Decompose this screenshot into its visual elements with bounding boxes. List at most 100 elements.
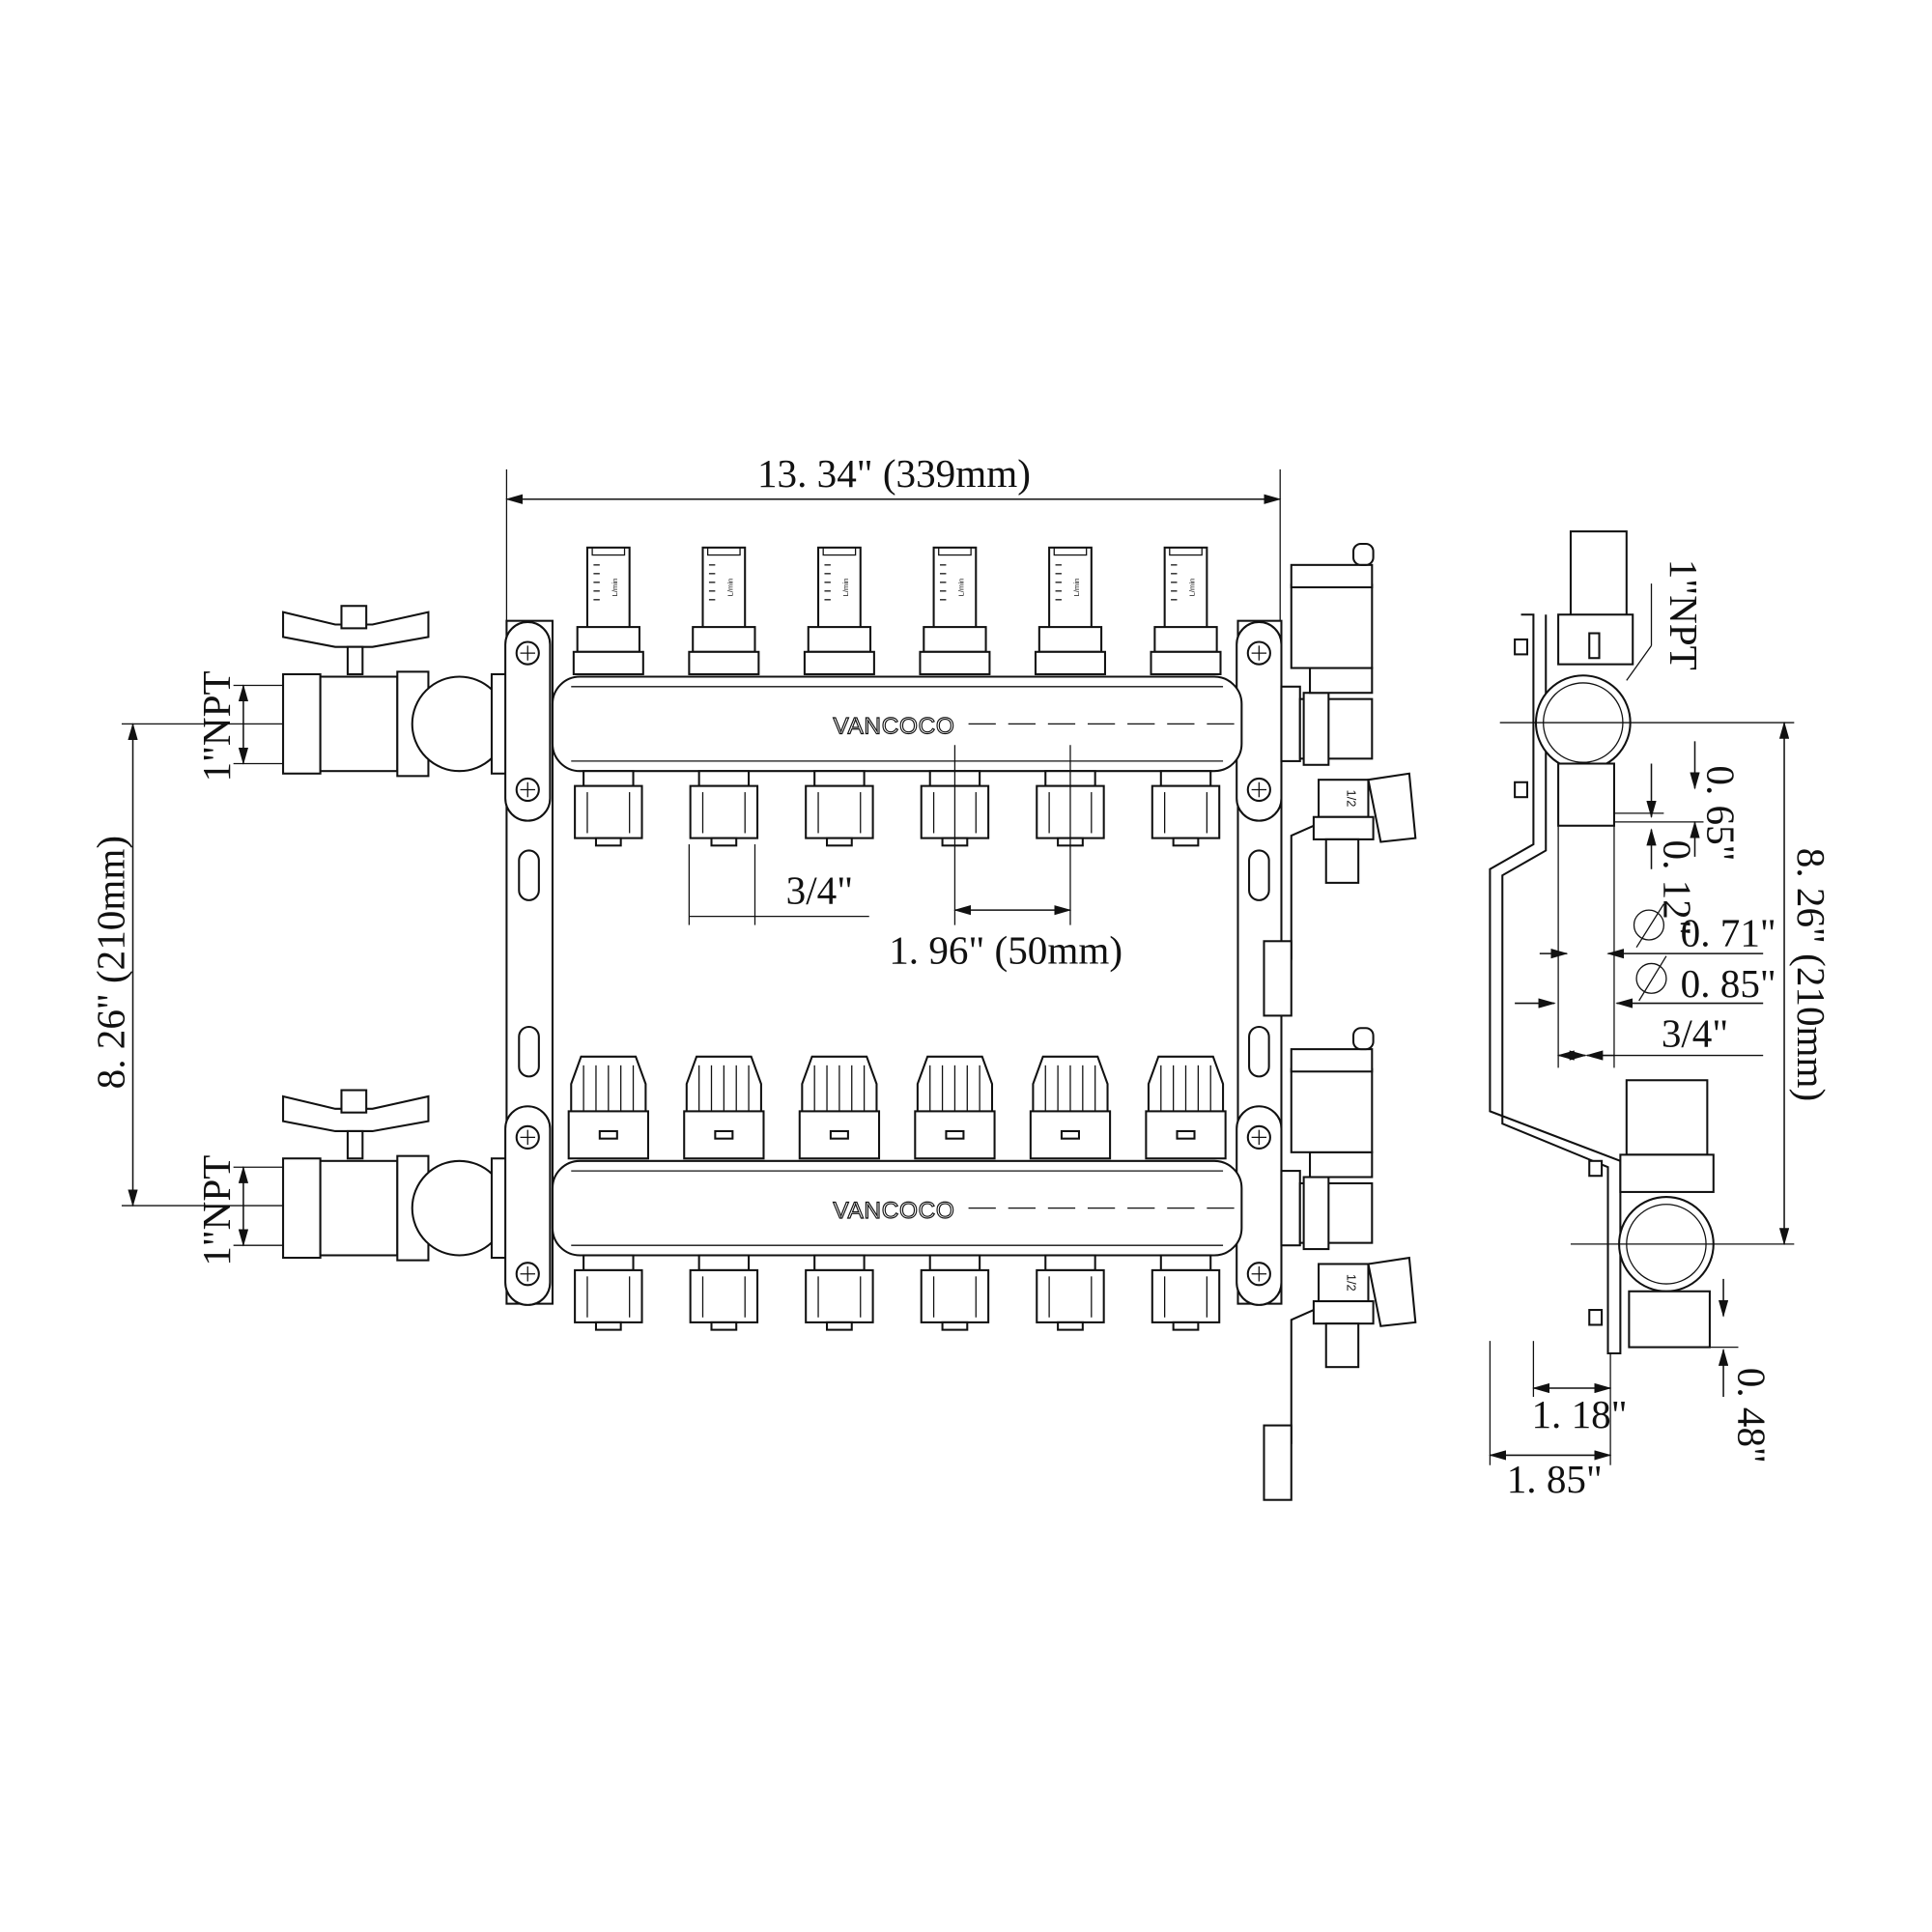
drain-nut	[1312, 1300, 1375, 1325]
supply-circuit-1: L/min	[572, 546, 644, 847]
hose-barb	[1324, 1322, 1360, 1369]
flowmeter-base	[688, 650, 760, 675]
flowmeter-base	[919, 650, 991, 675]
outlet-neck	[813, 1254, 866, 1271]
flowmeter-nut	[1037, 626, 1103, 653]
flowmeter-tube	[701, 546, 747, 631]
flowmeter-nut	[1153, 626, 1218, 653]
outlet-spacing-label: 1. 96" (50mm)	[889, 927, 1122, 973]
side-048-label: 0. 48"	[1729, 1368, 1774, 1463]
screw-cross	[1251, 781, 1267, 798]
outlet-neck	[582, 1254, 635, 1271]
drain-cap-chain	[1290, 824, 1315, 960]
tee-nut	[1302, 692, 1330, 766]
compression-nut	[689, 784, 759, 839]
side-071-label: 0. 71"	[1681, 910, 1776, 954]
supply-circuit-3: L/min	[803, 546, 875, 847]
flowmeter-tube	[1163, 546, 1208, 631]
compression-nut	[805, 784, 874, 839]
end-adapter	[1280, 685, 1301, 762]
outlet-spacing-dimension: 1. 96" (50mm)	[889, 745, 1122, 973]
compression-nut	[920, 1268, 990, 1323]
supply-circuit-2: L/min	[688, 546, 760, 847]
side-npt-label: 1"NPT	[1662, 559, 1706, 670]
outlet-stub	[1057, 1321, 1084, 1331]
air-vent-body	[1290, 1067, 1374, 1153]
outlet-stub	[594, 837, 622, 847]
side-center-label: 8. 26" (210mm)	[1788, 848, 1833, 1101]
outlet-neck	[813, 770, 866, 787]
valve-nut	[282, 672, 322, 775]
drain-cap	[1263, 1424, 1293, 1501]
overall-width-label: 13. 34" (339mm)	[757, 451, 1031, 497]
screw-cross	[520, 1129, 535, 1146]
drain-cap	[1263, 940, 1293, 1017]
center-distance-dimension: 8. 26" (210mm)	[89, 723, 411, 1208]
return-bar-body	[551, 1159, 1243, 1257]
flowmeter-unit: L/min	[841, 579, 850, 597]
screw-cross	[520, 645, 535, 661]
flowmeter-cap	[938, 547, 972, 556]
flowmeter-nut	[807, 626, 872, 653]
handle-nut	[340, 605, 368, 630]
flowmeter-cap	[707, 547, 741, 556]
indicator-slot	[1060, 1129, 1080, 1140]
valve-stem	[346, 645, 364, 675]
outlet-stub	[1172, 837, 1200, 847]
drain-size-label: 1/2	[1345, 1274, 1359, 1292]
flowmeter-tube	[932, 546, 978, 631]
outlet-neck	[1044, 1254, 1096, 1271]
outlet-stub	[1172, 1321, 1200, 1331]
vent-neck	[1309, 1151, 1374, 1179]
inlet-bottom-dimension: 1"NPT	[194, 1155, 286, 1266]
air-vent-valve	[1352, 542, 1375, 566]
side-065-label: 0. 65"	[1698, 765, 1743, 861]
vent-neck	[1309, 667, 1374, 695]
compression-nut	[1036, 1268, 1105, 1323]
flowmeter-unit: L/min	[725, 579, 734, 597]
flowmeter-cap	[591, 547, 626, 556]
supply-air-vent-drain: 1/2	[1263, 542, 1417, 1017]
outlet-neck	[697, 1254, 751, 1271]
drain-nut	[1312, 815, 1375, 840]
compression-nut	[805, 1268, 874, 1323]
screw-cross	[520, 1266, 535, 1282]
compression-nut	[689, 1268, 759, 1323]
indicator-slot	[1176, 1129, 1196, 1140]
drain-body	[1318, 1263, 1370, 1303]
air-vent-cap	[1290, 1048, 1374, 1073]
indicator-slot	[829, 1129, 849, 1140]
air-vent-valve	[1352, 1027, 1375, 1051]
flowmeter-base	[1150, 650, 1222, 675]
side-view: 1"NPT 0. 65" 0. 12" 0. 71" 0. 85" 3/4" 8…	[1489, 530, 1833, 1501]
outlet-stub	[941, 1321, 969, 1331]
flowmeter-nut	[576, 626, 640, 653]
drain-handle-icon	[1367, 1256, 1417, 1327]
flowmeter-tube	[585, 546, 631, 631]
side-118-label: 1. 18"	[1531, 1392, 1627, 1436]
hose-barb	[1324, 838, 1360, 884]
indicator-slot	[714, 1129, 734, 1140]
flowmeter-nut	[692, 626, 756, 653]
flowmeter-base	[1034, 650, 1106, 675]
drain-cap-chain	[1290, 1309, 1315, 1444]
return-air-vent-drain: 1/2	[1263, 1027, 1417, 1501]
flowmeter-cap	[1169, 547, 1203, 556]
outlet-stub	[710, 1321, 738, 1331]
drain-handle-icon	[1367, 772, 1417, 843]
outlet-thread-label: 3/4"	[786, 868, 853, 913]
outlet-neck	[1159, 770, 1212, 787]
flowmeter-unit: L/min	[956, 579, 965, 597]
indicator-slot	[945, 1129, 965, 1140]
indicator-slot	[598, 1129, 618, 1140]
side-185-label: 1. 85"	[1507, 1457, 1603, 1501]
valve-body	[319, 675, 399, 773]
flowmeter-unit: L/min	[1188, 579, 1197, 597]
outlet-stub	[594, 1321, 622, 1331]
return-circuit-4	[914, 1055, 996, 1331]
flowmeter-cap	[822, 547, 857, 556]
compression-nut	[1151, 1268, 1221, 1323]
